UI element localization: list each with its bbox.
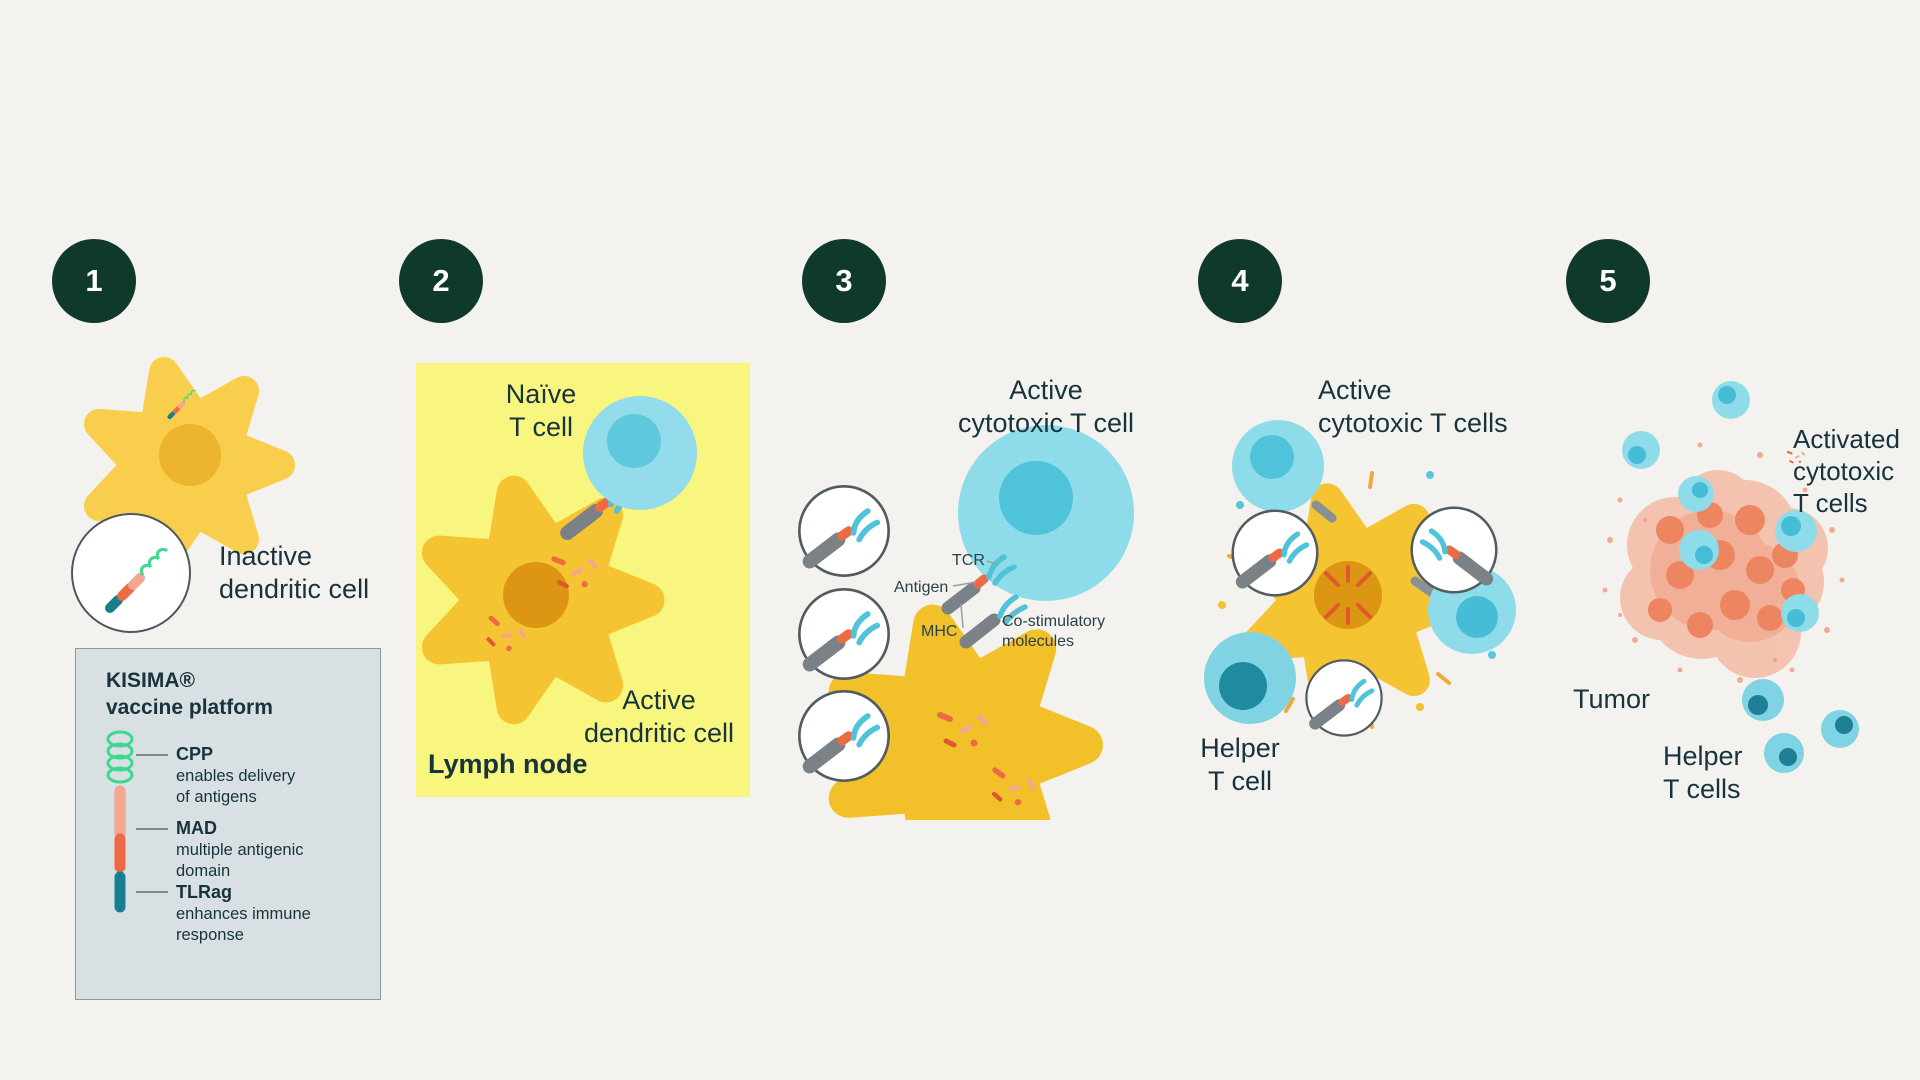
synapse-magnifier-icon [1233, 511, 1318, 596]
tlrag-name: TLRag [176, 882, 232, 902]
step-5-number: 5 [1599, 263, 1617, 298]
naive-t-cell-label: Naïve T cell [505, 379, 577, 442]
active-cytotoxic-t-cell-label: Active cytotoxic T cell [957, 375, 1135, 438]
mad-name: MAD [176, 818, 217, 838]
magnifier-circle-icon [71, 513, 191, 633]
cell-nucleus [159, 424, 221, 486]
t-cell-nucleus [607, 414, 661, 468]
synapse-magnifier-icon [799, 589, 888, 678]
synapse-magnifier-icon [1412, 508, 1497, 593]
synapse-magnifier-icon [799, 486, 888, 575]
step-1-badge: 1 [52, 239, 136, 323]
mhc-rod-icon [1311, 500, 1337, 523]
step-5-badge: 5 [1566, 239, 1650, 323]
helper-t-cells-label: Helper T cells [1663, 741, 1743, 804]
cpp-name: CPP [176, 744, 214, 764]
t-cell-activation-illustration [1204, 420, 1516, 755]
t-cell-priming-illustration [790, 425, 1134, 820]
legend-item-tlrag: TLRag enhances immune response [176, 881, 372, 946]
cpp-desc: enables delivery of antigens [176, 767, 296, 806]
step-1-number: 1 [85, 263, 103, 298]
costim-claw-icon [997, 594, 1019, 619]
mhc-rod-icon [1410, 576, 1437, 598]
costim-rod-icon [959, 613, 1001, 649]
step-4-badge: 4 [1198, 239, 1282, 323]
step-2-badge: 2 [399, 239, 483, 323]
kisima-legend-box: KISIMA® vaccine platform CPP enables del… [75, 648, 381, 1000]
helper-t-cell-label: Helper T cell [1200, 733, 1280, 796]
active-dendritic-cell-label: Active dendritic cell [583, 685, 735, 748]
kisima-legend-title: KISIMA® vaccine platform [106, 669, 273, 719]
helper-t-cells [1742, 679, 1859, 773]
step-3-badge: 3 [802, 239, 886, 323]
antigen-tip-icon [973, 574, 989, 589]
lymph-node-label: Lymph node [428, 749, 588, 779]
activated-cytotoxic-t-cells-label: Activated cytotoxic T cells [1793, 424, 1900, 518]
cell-nucleus [503, 562, 569, 628]
t-cell-nucleus [1250, 435, 1294, 479]
nucleus-starburst-icon [1324, 565, 1372, 625]
tumor-label: Tumor [1573, 684, 1651, 714]
tumor-cell-nuclei [1648, 502, 1805, 638]
inactive-dendritic-cell-label: Inactive dendritic cell [219, 541, 370, 604]
costimulatory-molecules-label: Co-stimulatory molecules [1002, 613, 1106, 650]
legend-item-mad: MAD multiple antigenic domain [176, 817, 372, 882]
mad-desc: multiple antigenic domain [176, 841, 304, 880]
t-cell-nucleus [999, 461, 1073, 535]
step-4-number: 4 [1231, 263, 1249, 298]
synapse-magnifier-icon [1306, 660, 1381, 735]
step-3-number: 3 [835, 263, 853, 298]
tlrag-desc: enhances immune response [176, 905, 311, 944]
t-cell-nucleus [1456, 596, 1498, 638]
antigen-label: Antigen [894, 579, 949, 596]
tcr-claw-icon [986, 554, 1007, 580]
vaccine-construct-column-icon [106, 730, 168, 913]
lymph-node-illustration [416, 396, 697, 797]
synapse-magnifier-icon [799, 691, 888, 780]
active-cytotoxic-t-cells-label: Active cytotoxic T cells [1318, 375, 1508, 438]
legend-item-cpp: CPP enables delivery of antigens [176, 743, 372, 808]
mhc-rod-icon [941, 581, 981, 615]
mhc-label: MHC [921, 623, 958, 640]
tcr-label: TCR [952, 552, 985, 569]
label-leader-lines [952, 560, 1019, 629]
tcr-claw-icon [992, 564, 1017, 586]
helper-t-cell-nucleus [1219, 662, 1267, 710]
tumor-attack-illustration [1602, 381, 1859, 773]
cytotoxic-t-cells [1622, 381, 1819, 632]
legend-connector-lines [136, 754, 168, 893]
step-2-number: 2 [432, 263, 450, 298]
inactive-dendritic-cell-illustration [71, 340, 360, 633]
